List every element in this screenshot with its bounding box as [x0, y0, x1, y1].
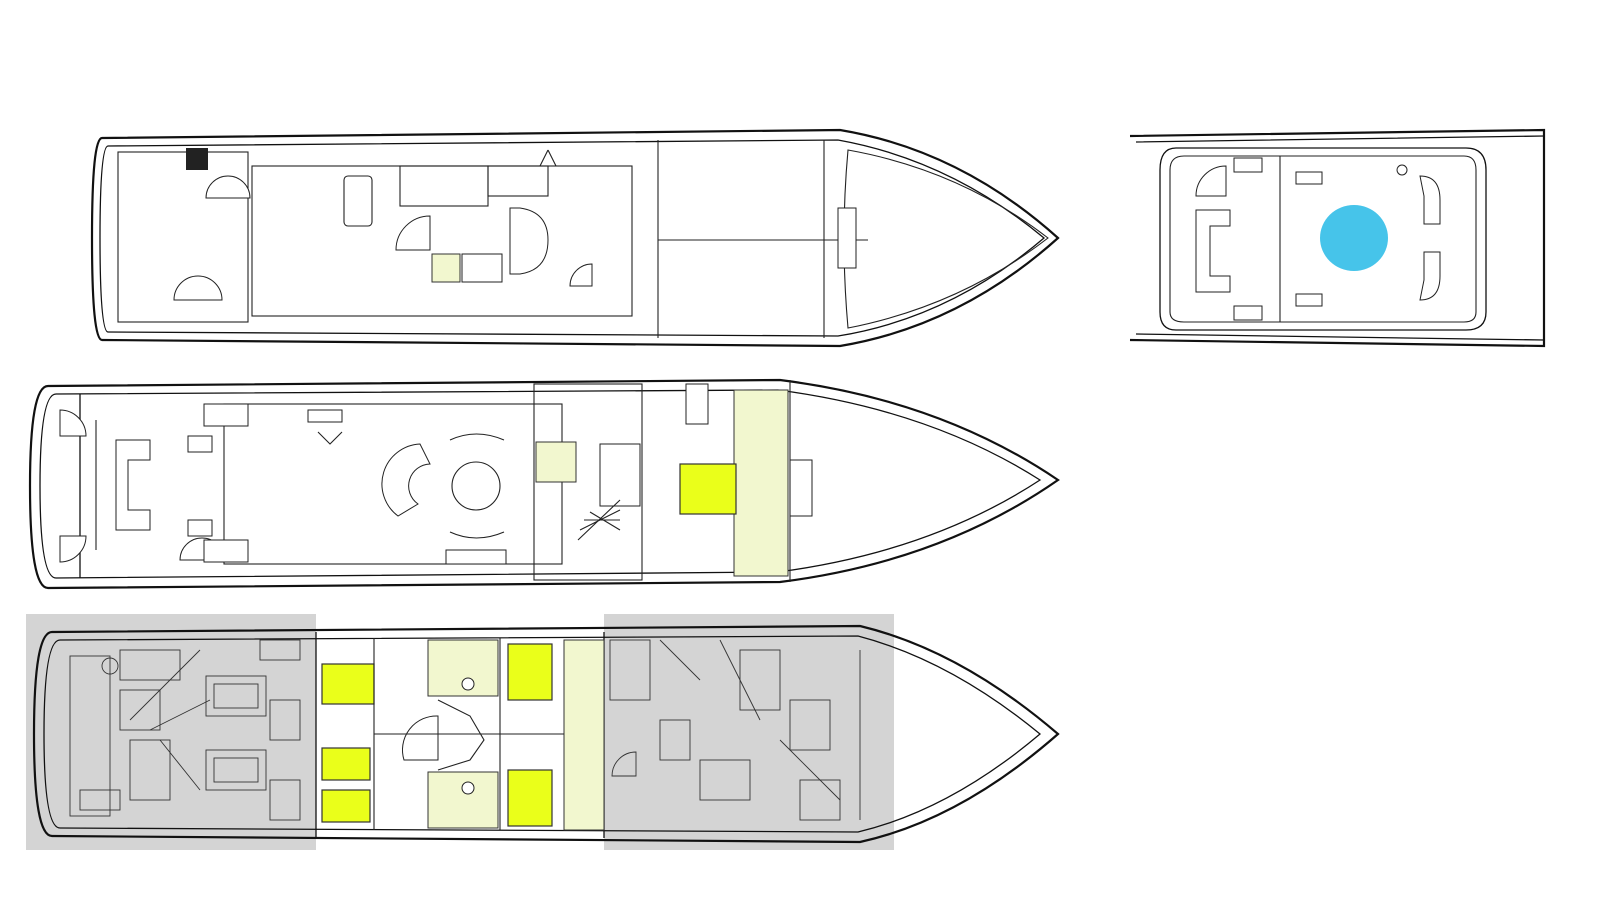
lower-deck-hull-inner — [43, 635, 1042, 833]
spiral-staircase-icon — [401, 715, 439, 761]
main-deck — [28, 378, 1060, 590]
spiral-staircase-icon — [1195, 165, 1227, 197]
spiral-staircase-icon — [381, 443, 431, 517]
helm-console-icon — [509, 207, 549, 275]
cabin-starboard-aft-bed-1 — [321, 747, 371, 781]
day-head — [535, 441, 577, 483]
toilet-icon — [461, 781, 475, 795]
master-cabin-bed — [679, 463, 737, 515]
master-bathroom — [733, 389, 789, 577]
spiral-staircase-icon — [59, 535, 87, 563]
toilet-icon — [461, 677, 475, 691]
spiral-staircase-icon — [205, 175, 251, 199]
hatch-icon — [186, 148, 208, 170]
flybridge-deck — [90, 128, 1060, 348]
sun-deck — [1129, 128, 1546, 348]
jacuzzi-icon — [1320, 205, 1388, 271]
flybridge-hull-outline — [90, 128, 1060, 348]
main-deck-hull-outline — [28, 378, 1060, 590]
flybridge-bow-deck — [843, 149, 1049, 329]
spiral-staircase-icon — [395, 215, 431, 251]
saloon-round-table — [451, 461, 501, 511]
crew-area-shade — [604, 614, 894, 850]
main-deck-hull-inner — [39, 389, 1042, 579]
sofa-icon — [1419, 175, 1441, 225]
flybridge-bathroom — [431, 253, 461, 283]
sofa-icon — [1419, 251, 1441, 301]
bathrooms-forward — [563, 639, 605, 831]
cabin-port-aft-bed — [321, 663, 375, 705]
sofa-icon — [445, 549, 507, 565]
spiral-staircase-icon — [577, 499, 621, 541]
cabin-starboard-mid-bed — [507, 769, 553, 827]
engine-room-shade — [26, 614, 316, 850]
sun-deck-hull-outline — [1129, 128, 1546, 348]
spiral-staircase-icon — [173, 275, 223, 301]
sofa-icon — [307, 409, 343, 423]
lower-deck-hull-outline — [32, 624, 1060, 844]
lower-deck — [26, 614, 1060, 850]
bathroom-starboard-aft — [427, 771, 499, 829]
engine-icon — [205, 675, 267, 791]
spiral-staircase-icon — [59, 409, 87, 437]
sun-deck-enclosure — [1159, 147, 1487, 331]
cabin-starboard-aft-bed-2 — [321, 789, 371, 823]
flybridge-hull-inner — [99, 139, 1046, 337]
spiral-staircase-icon — [569, 263, 593, 287]
cabin-port-mid-bed — [507, 643, 553, 701]
